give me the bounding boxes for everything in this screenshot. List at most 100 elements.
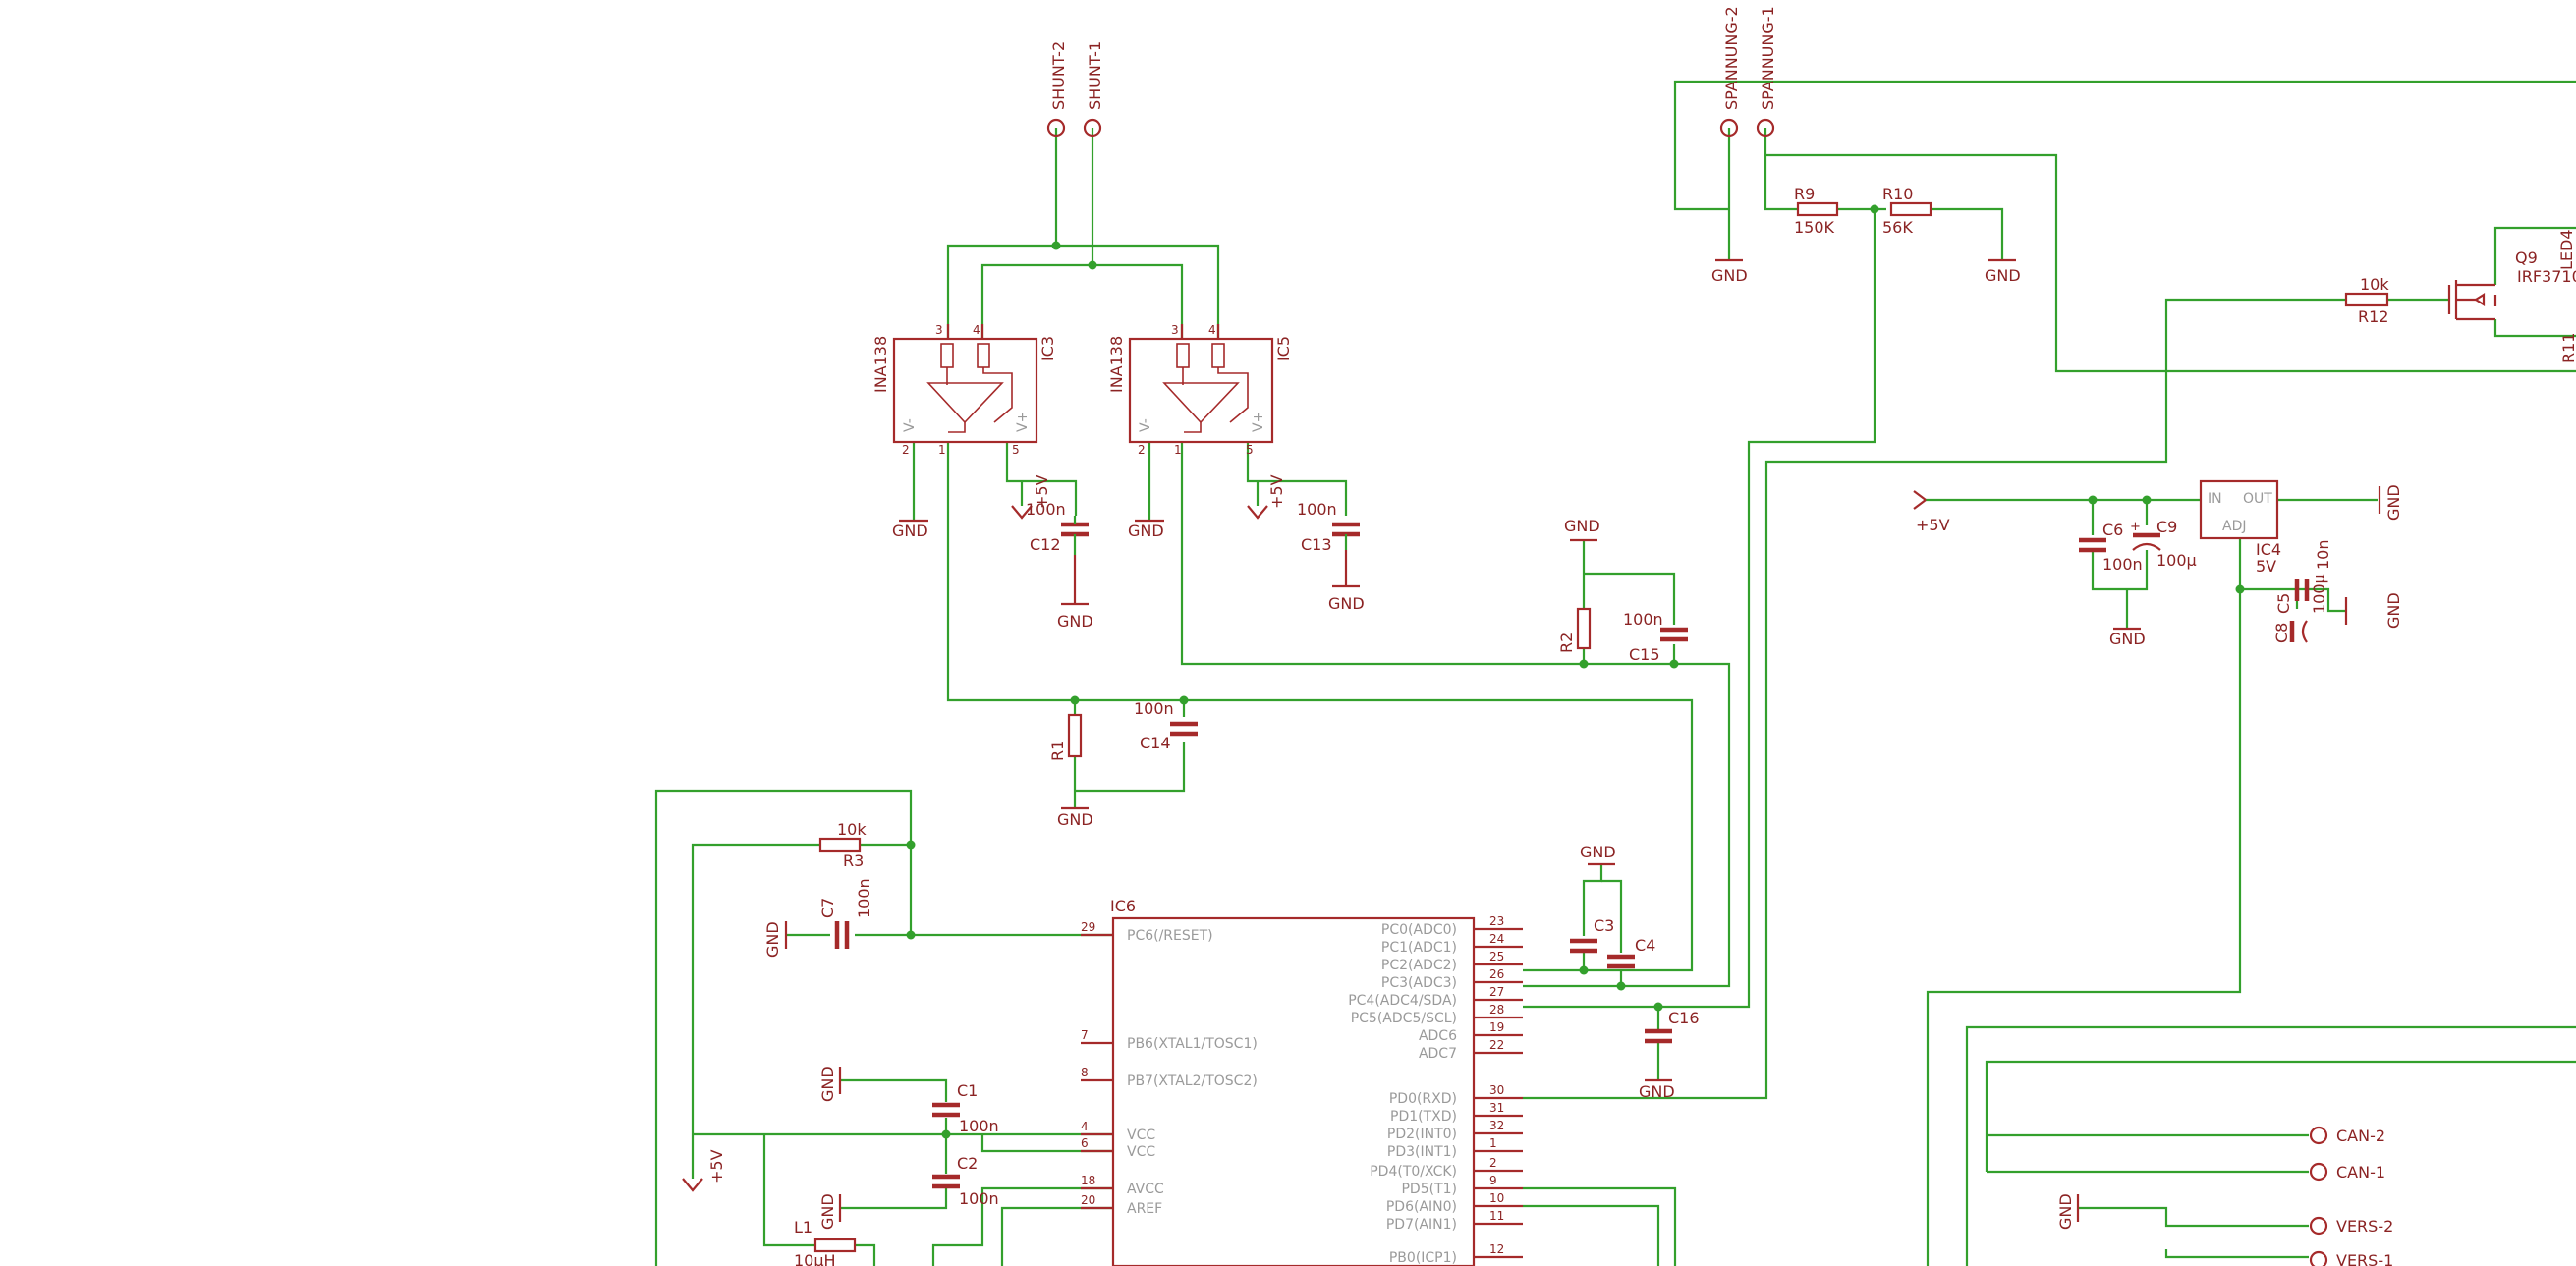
- svg-text:GND: GND: [818, 1193, 837, 1230]
- ic4-regulator[interactable]: IN OUT ADJ IC4 5V: [2199, 479, 2281, 576]
- capacitor-c2[interactable]: C2 100n: [932, 1154, 999, 1208]
- plus5v-symbol: +5V: [1247, 474, 1286, 520]
- ic6-pin-number: 26: [1489, 967, 1504, 981]
- svg-text:56K: 56K: [1882, 218, 1913, 237]
- connector-spannung-1[interactable]: SPANNUNG-1: [1756, 6, 1777, 138]
- svg-text:10n: 10n: [2314, 540, 2332, 571]
- ic6-pin-number: 27: [1489, 985, 1504, 999]
- svg-text:+5V: +5V: [1033, 474, 1051, 509]
- svg-text:ADJ: ADJ: [2222, 519, 2247, 534]
- resistor-r1[interactable]: R1: [1048, 713, 1083, 761]
- capacitor-c14[interactable]: 100n C14: [1134, 699, 1198, 752]
- connector-vers-1[interactable]: VERS-1: [2309, 1250, 2393, 1266]
- capacitor-c8[interactable]: C8 100µ: [2272, 574, 2328, 643]
- svg-text:GND: GND: [2109, 630, 2146, 648]
- svg-text:C16: C16: [1668, 1009, 1700, 1027]
- capacitor-c3[interactable]: C3: [1570, 916, 1614, 954]
- vers-2-label: VERS-2: [2336, 1217, 2393, 1236]
- capacitor-c7[interactable]: C7 100n: [818, 878, 873, 949]
- svg-text:GND: GND: [2056, 1193, 2075, 1230]
- ic6-pin-number: 7: [1081, 1028, 1089, 1042]
- ic6-pin-label: ADC7: [1419, 1046, 1457, 1062]
- gnd-symbols: GND GND GND GND GND GND GND GND GND GND …: [763, 258, 2403, 1230]
- connector-can-2[interactable]: CAN-2: [2309, 1126, 2385, 1145]
- ic6-pin-label: PD1(TXD): [1390, 1109, 1457, 1125]
- capacitor-c16[interactable]: C16: [1645, 1009, 1700, 1044]
- svg-text:100µ: 100µ: [2156, 551, 2197, 570]
- capacitor-c13[interactable]: 100n C13: [1297, 500, 1360, 554]
- ic5-ina138[interactable]: 3 4 2 1 5 V- V+ INA138 IC5: [1107, 323, 1293, 457]
- svg-text:2: 2: [1138, 443, 1146, 457]
- inductor-l1[interactable]: L1 10µH: [794, 1218, 857, 1266]
- capacitor-c1[interactable]: C1 100n: [932, 1081, 999, 1135]
- svg-text:10µH: 10µH: [794, 1251, 836, 1266]
- ic6-pin-number: 11: [1489, 1209, 1504, 1223]
- ic6-pin-number: 23: [1489, 914, 1504, 928]
- resistor-r2[interactable]: R2: [1557, 607, 1592, 653]
- ic6-microcontroller[interactable]: IC6 29PC6(/RESET)7PB6(XTAL1/TOSC1)8PB7(X…: [1081, 897, 1523, 1266]
- ic6-pin-label: PD5(T1): [1401, 1182, 1457, 1197]
- resistor-r3[interactable]: 10k R3: [818, 820, 867, 870]
- ic6-pin-label: PC2(ADC2): [1381, 958, 1457, 973]
- ic6-pin-number: 29: [1081, 920, 1095, 934]
- svg-text:C4: C4: [1635, 936, 1655, 955]
- resistor-r9[interactable]: R9 150K: [1794, 185, 1839, 237]
- gnd-symbol: GND: [818, 1066, 842, 1102]
- ic6-pin-number: 1: [1489, 1136, 1497, 1150]
- ic3-ina138[interactable]: 3 4 2 1 5 V- V+ INA138 IC3: [871, 323, 1057, 457]
- svg-text:GND: GND: [1711, 266, 1748, 285]
- connector-shunt-2[interactable]: SHUNT-2: [1046, 41, 1068, 138]
- connector-vers-2[interactable]: VERS-2: [2309, 1216, 2393, 1236]
- gnd-symbol: GND: [1985, 258, 2021, 285]
- ic6-pin-label: PC5(ADC5/SCL): [1351, 1011, 1457, 1026]
- svg-text:R12: R12: [2358, 307, 2388, 326]
- connector-spannung-2[interactable]: SPANNUNG-2: [1719, 6, 1741, 138]
- ic6-pin-label: PD7(AIN1): [1386, 1217, 1457, 1233]
- svg-text:100µ: 100µ: [2310, 574, 2328, 614]
- resistor-r11[interactable]: R11: [2559, 333, 2576, 363]
- capacitor-c5[interactable]: C5 10n: [2274, 540, 2332, 615]
- ic6-pin-number: 8: [1081, 1066, 1089, 1079]
- gnd-symbol: GND: [1580, 843, 1616, 866]
- gnd-symbol: GND: [818, 1193, 842, 1230]
- svg-text:100n: 100n: [1623, 610, 1663, 629]
- svg-text:GND: GND: [1057, 810, 1093, 829]
- svg-text:5: 5: [1012, 443, 1020, 457]
- resistor-r12[interactable]: 10k R12: [2344, 275, 2389, 326]
- ic6-pin-label: PD2(INT0): [1387, 1127, 1457, 1142]
- ic6-pin-number: 25: [1489, 950, 1504, 963]
- connector-can-1[interactable]: CAN-1: [2309, 1162, 2385, 1182]
- svg-text:5: 5: [1246, 443, 1254, 457]
- gnd-symbol: GND: [892, 519, 928, 540]
- ic6-pin-label: PD3(INT1): [1387, 1144, 1457, 1160]
- wires: [654, 80, 2576, 1266]
- svg-text:+5V: +5V: [1267, 474, 1286, 509]
- svg-text:10k: 10k: [2360, 275, 2389, 294]
- connector-shunt-1[interactable]: SHUNT-1: [1083, 41, 1104, 138]
- ic6-pin-label: PD6(AIN0): [1386, 1199, 1457, 1215]
- capacitor-c4[interactable]: C4: [1607, 936, 1655, 969]
- svg-text:GND: GND: [1128, 522, 1164, 540]
- gnd-symbol: GND: [1057, 555, 1093, 631]
- resistor-r10[interactable]: R10 56K: [1882, 185, 1932, 237]
- capacitor-c6[interactable]: C6 100n: [2079, 521, 2143, 574]
- svg-text:C14: C14: [1140, 734, 1171, 752]
- svg-text:LED4: LED4: [2557, 229, 2576, 270]
- capacitor-c12[interactable]: 100n C12: [1026, 500, 1089, 555]
- svg-text:GND: GND: [892, 522, 928, 540]
- capacitor-c9[interactable]: + C9 100µ: [2130, 518, 2197, 570]
- ic6-pin-number: 28: [1489, 1003, 1504, 1017]
- capacitor-c15[interactable]: 100n C15: [1623, 610, 1688, 664]
- svg-text:C12: C12: [1030, 535, 1061, 554]
- mosfet-q9[interactable]: Q9 IRF3710 LED4: [2447, 229, 2576, 321]
- gnd-symbol: GND: [1564, 517, 1600, 542]
